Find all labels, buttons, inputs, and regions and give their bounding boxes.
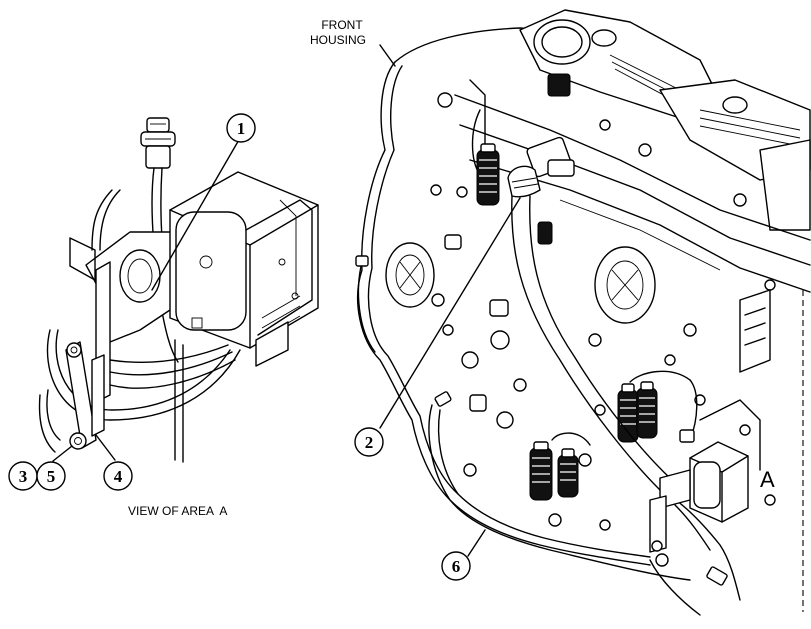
callout-6: 6 bbox=[441, 551, 471, 581]
front-housing-outline bbox=[357, 61, 651, 566]
view-caption: VIEW OF AREA A bbox=[128, 504, 227, 518]
relay-box bbox=[169, 171, 319, 367]
area-a-letter: A bbox=[760, 467, 775, 492]
detail-view-area-a: 1 3 5 4 VIEW OF AREA A bbox=[8, 113, 319, 518]
leader-line-4 bbox=[95, 434, 116, 461]
callout-6-number: 6 bbox=[452, 557, 461, 576]
front-housing-label-line2: HOUSING bbox=[310, 33, 366, 47]
callout-5-number: 5 bbox=[47, 467, 56, 486]
callout-3: 3 bbox=[8, 461, 38, 491]
callout-1: 1 bbox=[226, 113, 256, 143]
leader-line-1 bbox=[151, 137, 241, 291]
gear-left bbox=[385, 242, 435, 308]
relay-box-installed bbox=[649, 441, 749, 553]
boot-lower-right bbox=[557, 448, 579, 498]
boot-lower-left bbox=[529, 441, 553, 501]
callout-5: 5 bbox=[36, 461, 66, 491]
leader-line-6 bbox=[467, 529, 486, 557]
elbow-fitting bbox=[507, 165, 553, 245]
leader-line-2 bbox=[379, 197, 521, 429]
callout-2-number: 2 bbox=[365, 433, 374, 452]
mounting-bracket bbox=[69, 231, 186, 403]
fuel-solenoid-top bbox=[526, 73, 575, 178]
leader-line-5 bbox=[52, 445, 73, 462]
valve-cover bbox=[519, 9, 811, 231]
strap-clamp bbox=[65, 341, 105, 450]
engine-assembly bbox=[355, 9, 811, 616]
callout-4: 4 bbox=[103, 461, 133, 491]
callout-4-number: 4 bbox=[114, 467, 123, 486]
rubber-boots bbox=[476, 143, 658, 501]
connector-plug bbox=[140, 117, 176, 169]
gear-center bbox=[594, 246, 656, 324]
boot-mid-right bbox=[636, 381, 658, 439]
callout-3-number: 3 bbox=[19, 467, 28, 486]
callout-1-number: 1 bbox=[237, 119, 246, 138]
block-bosses bbox=[430, 92, 776, 567]
leader-line-front-housing bbox=[379, 44, 396, 67]
front-housing-label-line1: FRONT bbox=[321, 18, 363, 32]
harness-bundle bbox=[38, 189, 241, 463]
boot-mid-left bbox=[617, 383, 639, 443]
boot-upper bbox=[476, 143, 500, 206]
callout-2: 2 bbox=[354, 427, 384, 457]
